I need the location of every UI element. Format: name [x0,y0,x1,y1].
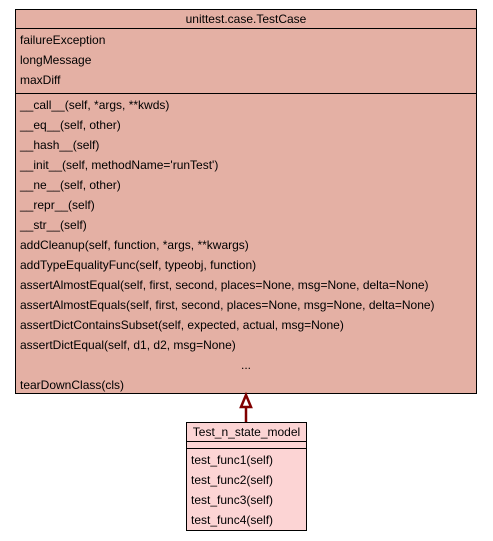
parent-attributes-compartment: failureException longMessage maxDiff [16,29,476,94]
method-item: __ne__(self, other) [20,178,121,192]
inheritance-arrowhead [239,391,253,409]
method-item: __call__(self, *args, **kwds) [20,98,170,112]
method-item: __init__(self, methodName='runTest') [20,158,219,172]
method-item: __hash__(self) [20,138,100,152]
method-item: addCleanup(self, function, *args, **kwar… [20,238,249,252]
method-item: __str__(self) [20,218,87,232]
method-item: assertAlmostEqual(self, first, second, p… [20,278,429,292]
methods-ellipsis: ... [240,358,251,372]
method-item: __eq__(self, other) [20,118,121,132]
child-methods-compartment: test_func1(self) test_func2(self) test_f… [187,449,306,533]
child-class-title: Test_n_state_model [187,423,306,442]
method-item: test_func4(self) [191,513,274,527]
attribute-item: maxDiff [20,73,61,87]
method-item: assertAlmostEquals(self, first, second, … [20,298,435,312]
method-item: test_func1(self) [191,453,274,467]
method-item: __repr__(self) [20,198,95,212]
parent-class-box[interactable]: unittest.case.TestCase failureException … [15,9,477,394]
method-item: tearDownClass(cls) [20,378,125,392]
method-item: assertDictContainsSubset(self, expected,… [20,318,344,332]
method-item: test_func2(self) [191,473,274,487]
attribute-item: failureException [20,33,106,47]
method-item: test_func3(self) [191,493,274,507]
method-item: assertDictEqual(self, d1, d2, msg=None) [20,338,236,352]
parent-class-title: unittest.case.TestCase [16,10,476,29]
child-attributes-compartment [187,442,306,449]
attribute-item: longMessage [20,53,92,67]
parent-methods-compartment: __call__(self, *args, **kwds) __eq__(sel… [16,94,476,398]
child-class-box[interactable]: Test_n_state_model test_func1(self) test… [186,422,307,531]
method-item: addTypeEqualityFunc(self, typeobj, funct… [20,258,257,272]
